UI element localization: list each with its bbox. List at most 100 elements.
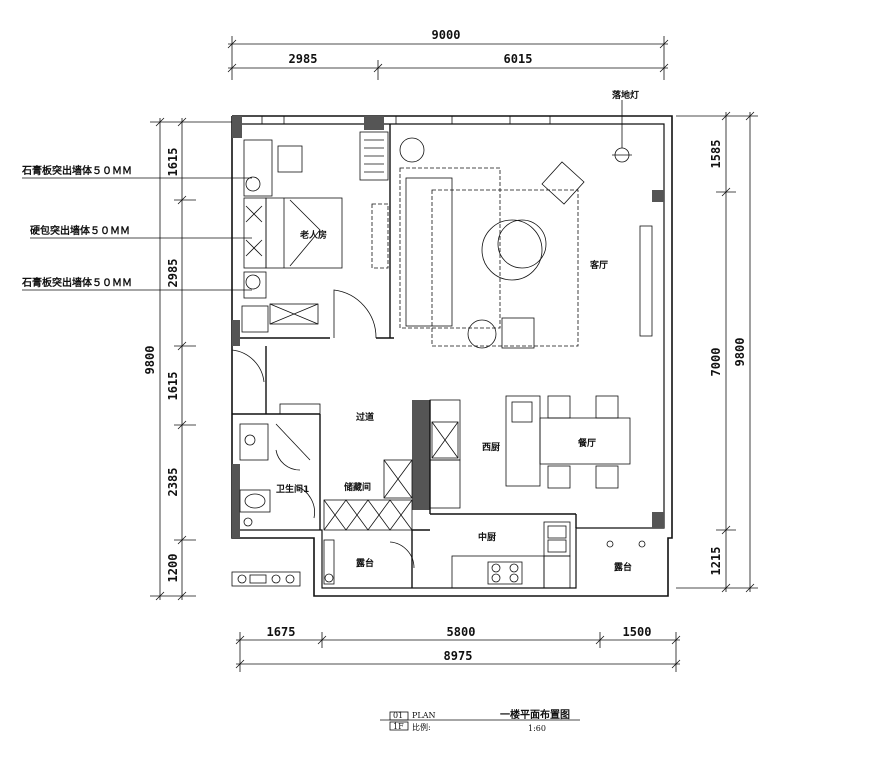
tv-cabinet	[371, 203, 389, 269]
washbasin	[239, 489, 271, 513]
door-swing	[389, 541, 415, 569]
dim-top-left: 2985	[289, 52, 318, 66]
dim-left-2: 2985	[166, 259, 180, 288]
kitchen-balconies: 中厨 露台 露台	[323, 521, 646, 589]
blanket	[289, 199, 321, 267]
coffee-table	[497, 219, 547, 269]
corridor-dining: 过道 西厨 餐厅	[231, 349, 631, 509]
lamp-icon	[245, 176, 261, 192]
room-living-room: 客厅	[589, 259, 608, 271]
floor-drain-icon	[324, 573, 334, 583]
counter	[543, 555, 571, 589]
dim-bottom-2: 5800	[447, 625, 476, 639]
title-plan: PLAN	[412, 711, 435, 720]
dim-right-3: 1215	[709, 547, 723, 576]
dim-bottom-3: 1500	[623, 625, 652, 639]
wall-column	[232, 320, 240, 346]
window	[509, 115, 551, 125]
room-elder-room: 老人房	[299, 229, 327, 241]
elder-room-furniture: 老人房	[241, 131, 389, 339]
dim-right-2: 7000	[709, 348, 723, 377]
title-scale-label: 比例:	[412, 722, 431, 732]
right-dimensions: 1585 7000 1215 9800	[676, 111, 758, 593]
cabinet	[383, 459, 413, 499]
chair	[595, 395, 619, 419]
door-swing	[231, 349, 265, 383]
sofa-seat	[405, 177, 453, 327]
armchair	[541, 161, 585, 205]
title-number: 01	[393, 711, 403, 720]
wall-column	[652, 512, 664, 528]
sink-icon	[511, 401, 533, 423]
fridge	[429, 399, 461, 461]
dim-top-right: 6015	[504, 52, 533, 66]
left-dimensions: 9800 1615 2985 1615 2385 1200	[143, 117, 232, 601]
stove-icon	[487, 561, 523, 585]
chair	[595, 465, 619, 489]
floor-drain-icon	[243, 517, 253, 527]
title-block: 01 1F PLAN 比例: 一楼平面布置图 1:60	[380, 708, 580, 733]
floor-lamp-label: 落地灯	[612, 89, 639, 101]
cabinet	[323, 539, 335, 585]
annotation-hardpack: 硬包突出墙体５０ＭＭ	[30, 224, 130, 237]
dim-left-total: 9800	[143, 346, 157, 375]
dining-table	[539, 417, 631, 465]
shower	[239, 423, 269, 461]
room-chinese-kitchen: 中厨	[478, 531, 496, 543]
chair	[547, 465, 571, 489]
title-main: 一楼平面布置图	[500, 708, 570, 721]
annotation-gypsum-2: 石膏板突出墙体５０ＭＭ	[21, 276, 132, 289]
plant-icon	[399, 137, 425, 163]
dim-bottom-total: 8975	[444, 649, 473, 663]
desk	[243, 139, 273, 197]
dim-right-total: 9800	[733, 338, 747, 367]
room-corridor: 过道	[356, 411, 374, 423]
ac-unit	[231, 571, 301, 587]
island	[505, 395, 541, 487]
dim-right-1: 1585	[709, 140, 723, 169]
hanger-lines	[364, 139, 384, 173]
shower-head-icon	[244, 434, 256, 446]
wardrobe	[359, 131, 389, 181]
stool	[467, 319, 497, 349]
storage: 储藏间	[323, 459, 413, 531]
cabinet	[269, 303, 319, 325]
wall-column	[652, 190, 664, 202]
bathroom: 卫生间1	[239, 423, 315, 527]
room-dining-room: 餐厅	[577, 437, 596, 449]
ottoman	[501, 317, 535, 349]
dim-left-1: 1615	[166, 148, 180, 177]
door-swing	[295, 485, 315, 519]
floor-drain-icon	[606, 540, 614, 548]
chair	[277, 145, 303, 173]
wall-column	[412, 400, 430, 510]
window	[395, 115, 453, 125]
sofa	[399, 167, 501, 329]
lamp-icon	[245, 274, 261, 290]
bottom-dimensions: 1675 5800 1500 8975	[235, 625, 681, 672]
dim-top-total: 9000	[432, 28, 461, 42]
nightstand	[243, 271, 267, 299]
shower-door	[275, 423, 311, 461]
top-dimensions: 9000 2985 6015	[227, 28, 669, 80]
room-storage: 储藏间	[344, 481, 371, 493]
counter	[451, 555, 545, 589]
dim-left-5: 1200	[166, 554, 180, 583]
side-table	[243, 197, 267, 269]
shoe-cabinet	[279, 403, 321, 415]
floor-drain-icon	[638, 540, 646, 548]
dim-bottom-1: 1675	[267, 625, 296, 639]
coffee-table	[481, 219, 543, 281]
window	[639, 225, 653, 337]
bed	[265, 197, 343, 269]
title-scale: 1:60	[528, 724, 546, 733]
wall-column	[364, 116, 384, 130]
cabinet	[429, 459, 461, 509]
door-swing	[333, 289, 377, 339]
pillow-icon	[245, 205, 263, 257]
storage-shelf	[323, 499, 413, 531]
window	[261, 115, 285, 125]
dim-left-4: 2385	[166, 468, 180, 497]
cabinet	[241, 305, 269, 333]
